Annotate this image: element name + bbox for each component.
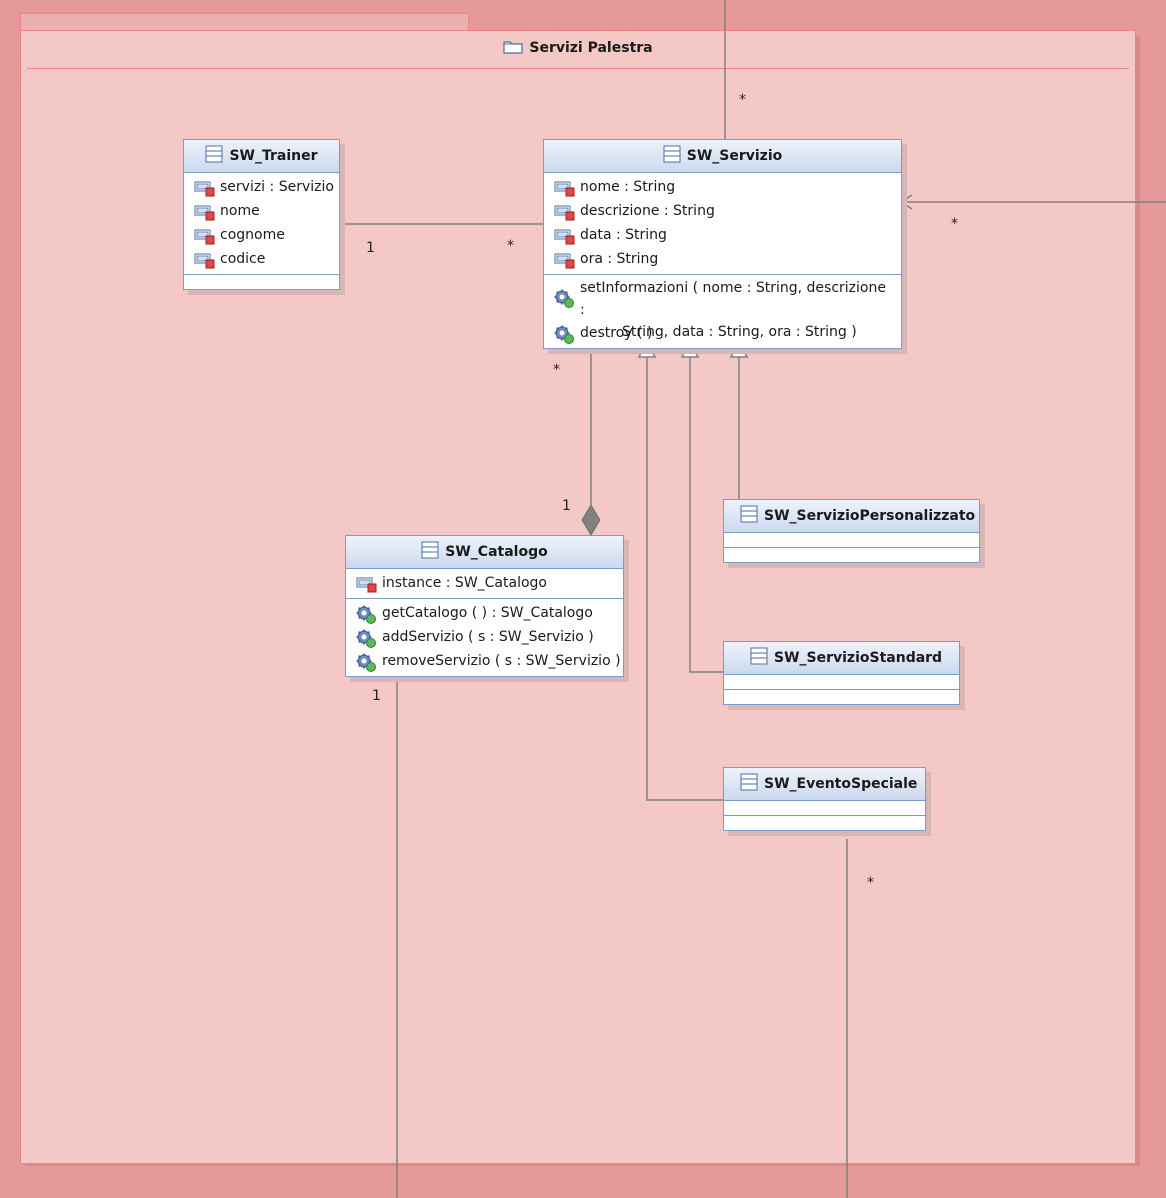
operation-row[interactable]: setInformazioni ( nome : String, descriz… [544,277,901,340]
attribute-row[interactable]: servizi : Servizio [184,175,339,199]
attribute-row[interactable]: codice [184,247,339,271]
class-sw-evento-speciale[interactable]: SW_EventoSpeciale [723,767,926,831]
multiplicity-label: 1 [372,688,381,704]
attribute-row[interactable]: cognome [184,223,339,247]
attribute-row[interactable]: nome : String [544,175,901,199]
class-sw-catalogo[interactable]: SW_Catalogo instance : SW_Catalogo getCa… [345,535,624,677]
private-attribute-icon [554,227,576,253]
private-attribute-icon [554,179,576,205]
operations-compartment: setInformazioni ( nome : String, descriz… [544,275,901,348]
generalization-evento-line[interactable] [646,357,723,801]
attributes-compartment: servizi : Servizio nome cognome codice [184,173,339,275]
class-icon [421,539,439,568]
operation-row[interactable]: getCatalogo ( ) : SW_Catalogo [346,601,623,625]
private-attribute-icon [194,251,216,277]
class-name: SW_Trainer [229,148,318,164]
private-attribute-icon [194,203,216,229]
public-operation-gear-icon [356,653,378,681]
private-attribute-icon [554,203,576,229]
class-icon [740,771,758,800]
folder-icon [503,39,523,58]
attribute-row[interactable]: ora : String [544,247,901,271]
attribute-text: cognome [220,227,285,243]
operation-text: getCatalogo ( ) : SW_Catalogo [382,605,593,621]
class-header: SW_Catalogo [346,536,623,569]
attributes-compartment: nome : String descrizione : String data … [544,173,901,275]
generalization-standard-line[interactable] [689,357,723,673]
operation-row[interactable]: removeServizio ( s : SW_Servizio ) [346,649,623,673]
class-name: SW_ServizioPersonalizzato [764,508,976,524]
class-icon [750,645,768,674]
private-attribute-icon [194,179,216,205]
class-header: SW_Servizio [544,140,901,173]
class-header: SW_EventoSpeciale [724,768,925,801]
attribute-text: ora : String [580,251,659,267]
attribute-row[interactable]: data : String [544,223,901,247]
multiplicity-label: * [507,238,514,254]
operations-compartment [724,690,959,704]
class-header: SW_ServizioStandard [724,642,959,675]
class-name: SW_ServizioStandard [774,650,943,666]
public-operation-gear-icon [554,289,576,316]
public-operation-gear-icon [356,605,378,633]
attribute-text: servizi : Servizio [220,179,334,195]
generalization-arrowhead-personalizzato [729,340,749,358]
multiplicity-label: * [739,92,746,108]
public-operation-gear-icon [356,629,378,657]
class-name: SW_EventoSpeciale [764,776,918,792]
class-icon [205,143,223,172]
package-title: Servizi Palestra [21,39,1135,58]
package-title-text: Servizi Palestra [529,40,653,56]
operation-text-line2: String, data : String, ora : String ) [622,324,857,340]
package-divider [27,68,1129,69]
operation-text: removeServizio ( s : SW_Servizio ) [382,653,621,669]
private-attribute-icon [194,227,216,253]
class-name: SW_Catalogo [445,544,548,560]
generalization-arrowhead-evento [637,340,657,358]
attribute-text: codice [220,251,266,267]
class-sw-servizio[interactable]: SW_Servizio nome : String descrizione : … [543,139,902,349]
operation-row[interactable]: addServizio ( s : SW_Servizio ) [346,625,623,649]
attribute-row[interactable]: descrizione : String [544,199,901,223]
class-header: SW_ServizioPersonalizzato [724,500,979,533]
attribute-text: nome : String [580,179,676,195]
multiplicity-label: * [951,216,958,232]
class-sw-trainer[interactable]: SW_Trainer servizi : Servizio nome cogno… [183,139,340,290]
multiplicity-label: 1 [366,240,375,256]
operation-text: destroy ( ) [580,325,653,341]
operations-compartment: getCatalogo ( ) : SW_Catalogo addServizi… [346,599,623,676]
attribute-text: data : String [580,227,667,243]
public-operation-gear-icon [554,325,576,353]
attribute-text: descrizione : String [580,203,715,219]
attribute-text: nome [220,203,260,219]
class-name: SW_Servizio [686,148,783,164]
package-tab [20,13,469,31]
class-icon [740,503,758,532]
private-attribute-icon [554,251,576,277]
operations-compartment [724,816,925,830]
operation-text: addServizio ( s : SW_Servizio ) [382,629,594,645]
attribute-row[interactable]: nome [184,199,339,223]
operations-compartment [724,548,979,562]
attribute-text: instance : SW_Catalogo [382,575,547,591]
multiplicity-label: 1 [562,498,571,514]
generalization-arrowhead-standard [680,340,700,358]
composition-diamond [581,504,601,536]
attributes-compartment: instance : SW_Catalogo [346,569,623,599]
operations-compartment [184,275,339,289]
attributes-compartment [724,801,925,816]
class-icon [663,143,681,172]
attributes-compartment [724,675,959,690]
class-header: SW_Trainer [184,140,339,173]
operation-row[interactable]: destroy ( ) [544,321,901,345]
class-sw-servizio-standard[interactable]: SW_ServizioStandard [723,641,960,705]
attribute-row[interactable]: instance : SW_Catalogo [346,571,623,595]
operation-text-line1: setInformazioni ( nome : String, descriz… [580,280,886,318]
multiplicity-label: * [553,362,560,378]
multiplicity-label: * [867,875,874,891]
class-sw-servizio-personalizzato[interactable]: SW_ServizioPersonalizzato [723,499,980,563]
private-attribute-icon [356,575,378,601]
attributes-compartment [724,533,979,548]
